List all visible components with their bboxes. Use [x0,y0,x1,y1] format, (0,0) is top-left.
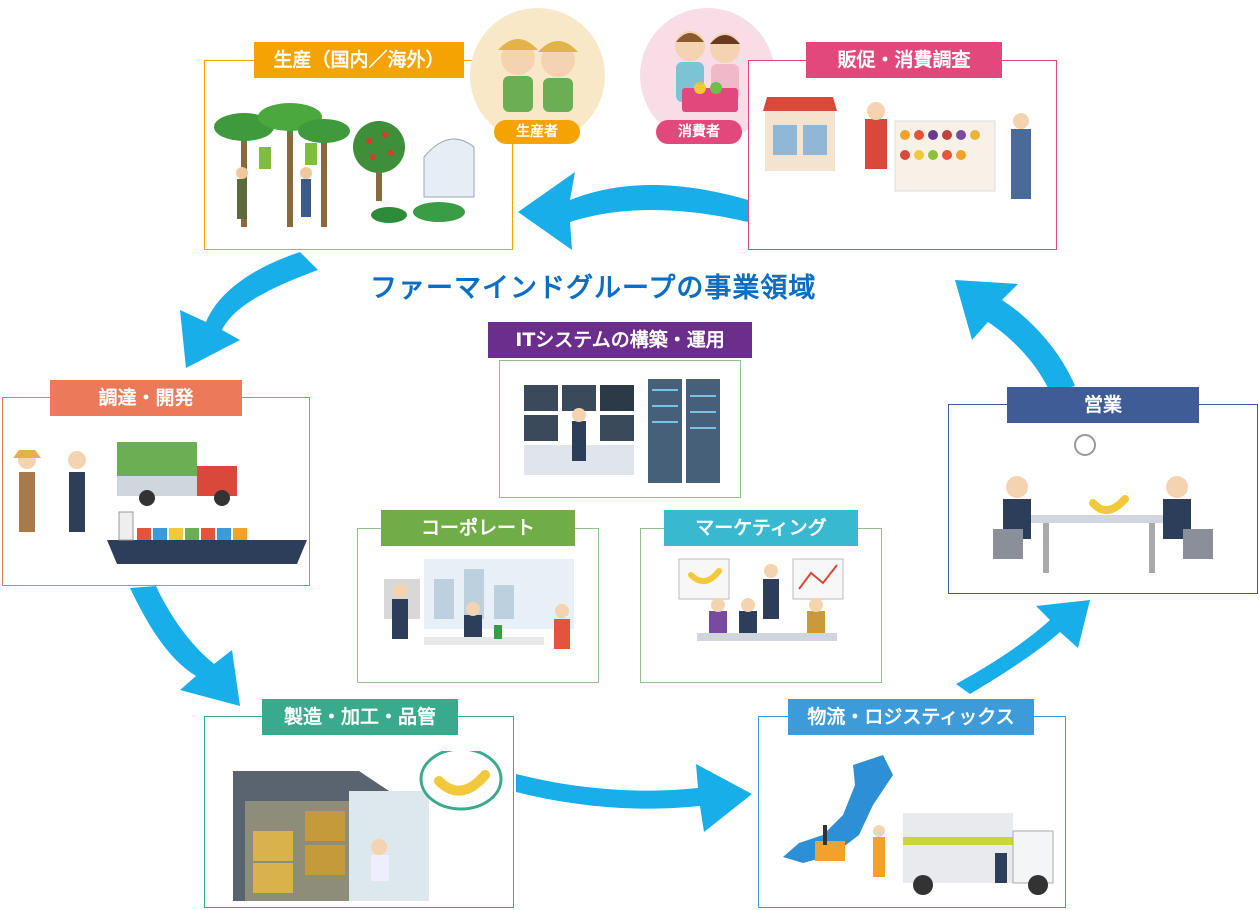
label-procurement: 調達・開発 [50,380,242,416]
arrow-logistics-to-eigyo [956,600,1090,694]
label-logistics: 物流・ロジスティックス [788,699,1034,735]
trade-ship-scene-icon [13,442,307,564]
node-production [204,60,513,250]
label-eigyo: 営業 [1007,387,1199,423]
badge-consumer: 消費者 [656,120,742,144]
label-manufacturing: 製造・加工・品管 [262,699,458,735]
node-manufacturing [204,716,514,908]
farm-scene-icon [214,103,475,227]
label-sales: 販促・消費調査 [806,42,1002,78]
presentation-scene-icon [678,558,844,641]
label-marketing: マーケティング [664,510,858,546]
label-it: ITシステムの構築・運用 [488,322,752,358]
family-shopping-icon [675,31,740,112]
arrow-sales-to-production [518,172,748,250]
arrow-production-to-procurement [180,252,318,368]
truck-map-scene-icon [783,755,1054,895]
shop-scene-icon [763,97,1031,199]
farmers-icon [498,39,578,112]
node-marketing [640,528,882,683]
diagram-title: ファーマインドグループの事業領域 [370,273,817,304]
node-eigyo [948,404,1258,594]
arrow-eigyo-to-sales [955,280,1075,392]
meeting-scene-icon [993,434,1213,573]
office-scene-icon [384,559,574,649]
arrow-manufacturing-to-logistics [516,764,752,832]
node-procurement [2,397,310,586]
badge-producer: 生産者 [494,120,580,144]
node-it [499,360,741,498]
node-corporate [357,528,599,683]
server-room-icon [524,379,720,483]
node-sales [748,60,1057,250]
arrow-procurement-to-manufacturing [130,586,240,706]
factory-scene-icon [233,751,503,901]
node-logistics [758,716,1066,908]
label-corporate: コーポレート [381,510,575,546]
label-production: 生産（国内／海外） [254,42,464,78]
